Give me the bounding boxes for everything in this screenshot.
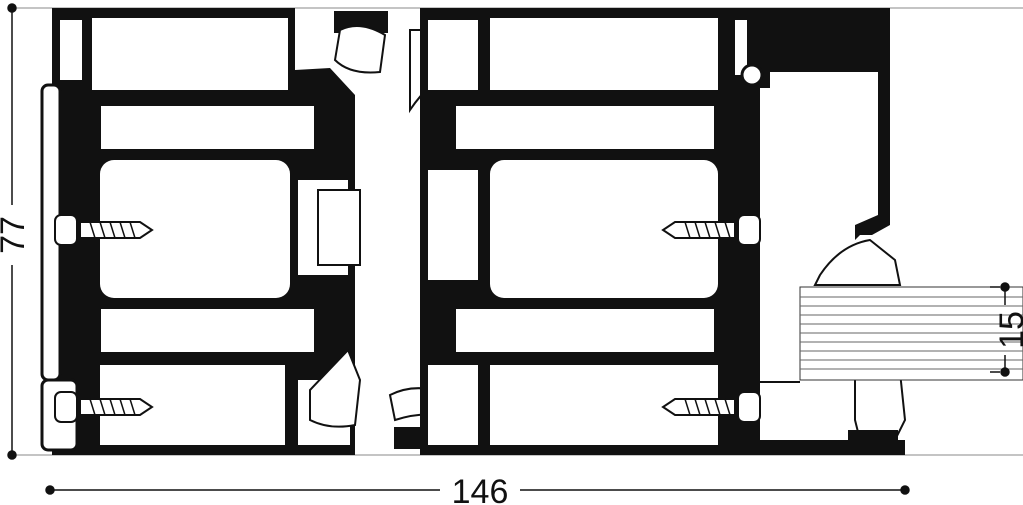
screw-icon <box>54 214 154 246</box>
glass-dimension <box>990 282 1010 377</box>
width-dimension-label: 146 <box>452 473 509 505</box>
glazing-area <box>740 8 1023 455</box>
screw-icon <box>54 391 154 423</box>
left-profile <box>40 8 355 455</box>
glass-pane <box>799 286 1023 381</box>
screw-icon <box>661 214 761 246</box>
right-profile <box>420 8 761 455</box>
glass-dimension-label: 15 <box>993 311 1023 349</box>
height-dimension <box>7 3 17 460</box>
height-dimension-label: 77 <box>0 216 32 254</box>
width-dimension <box>45 485 910 495</box>
screw-icon <box>661 391 761 423</box>
